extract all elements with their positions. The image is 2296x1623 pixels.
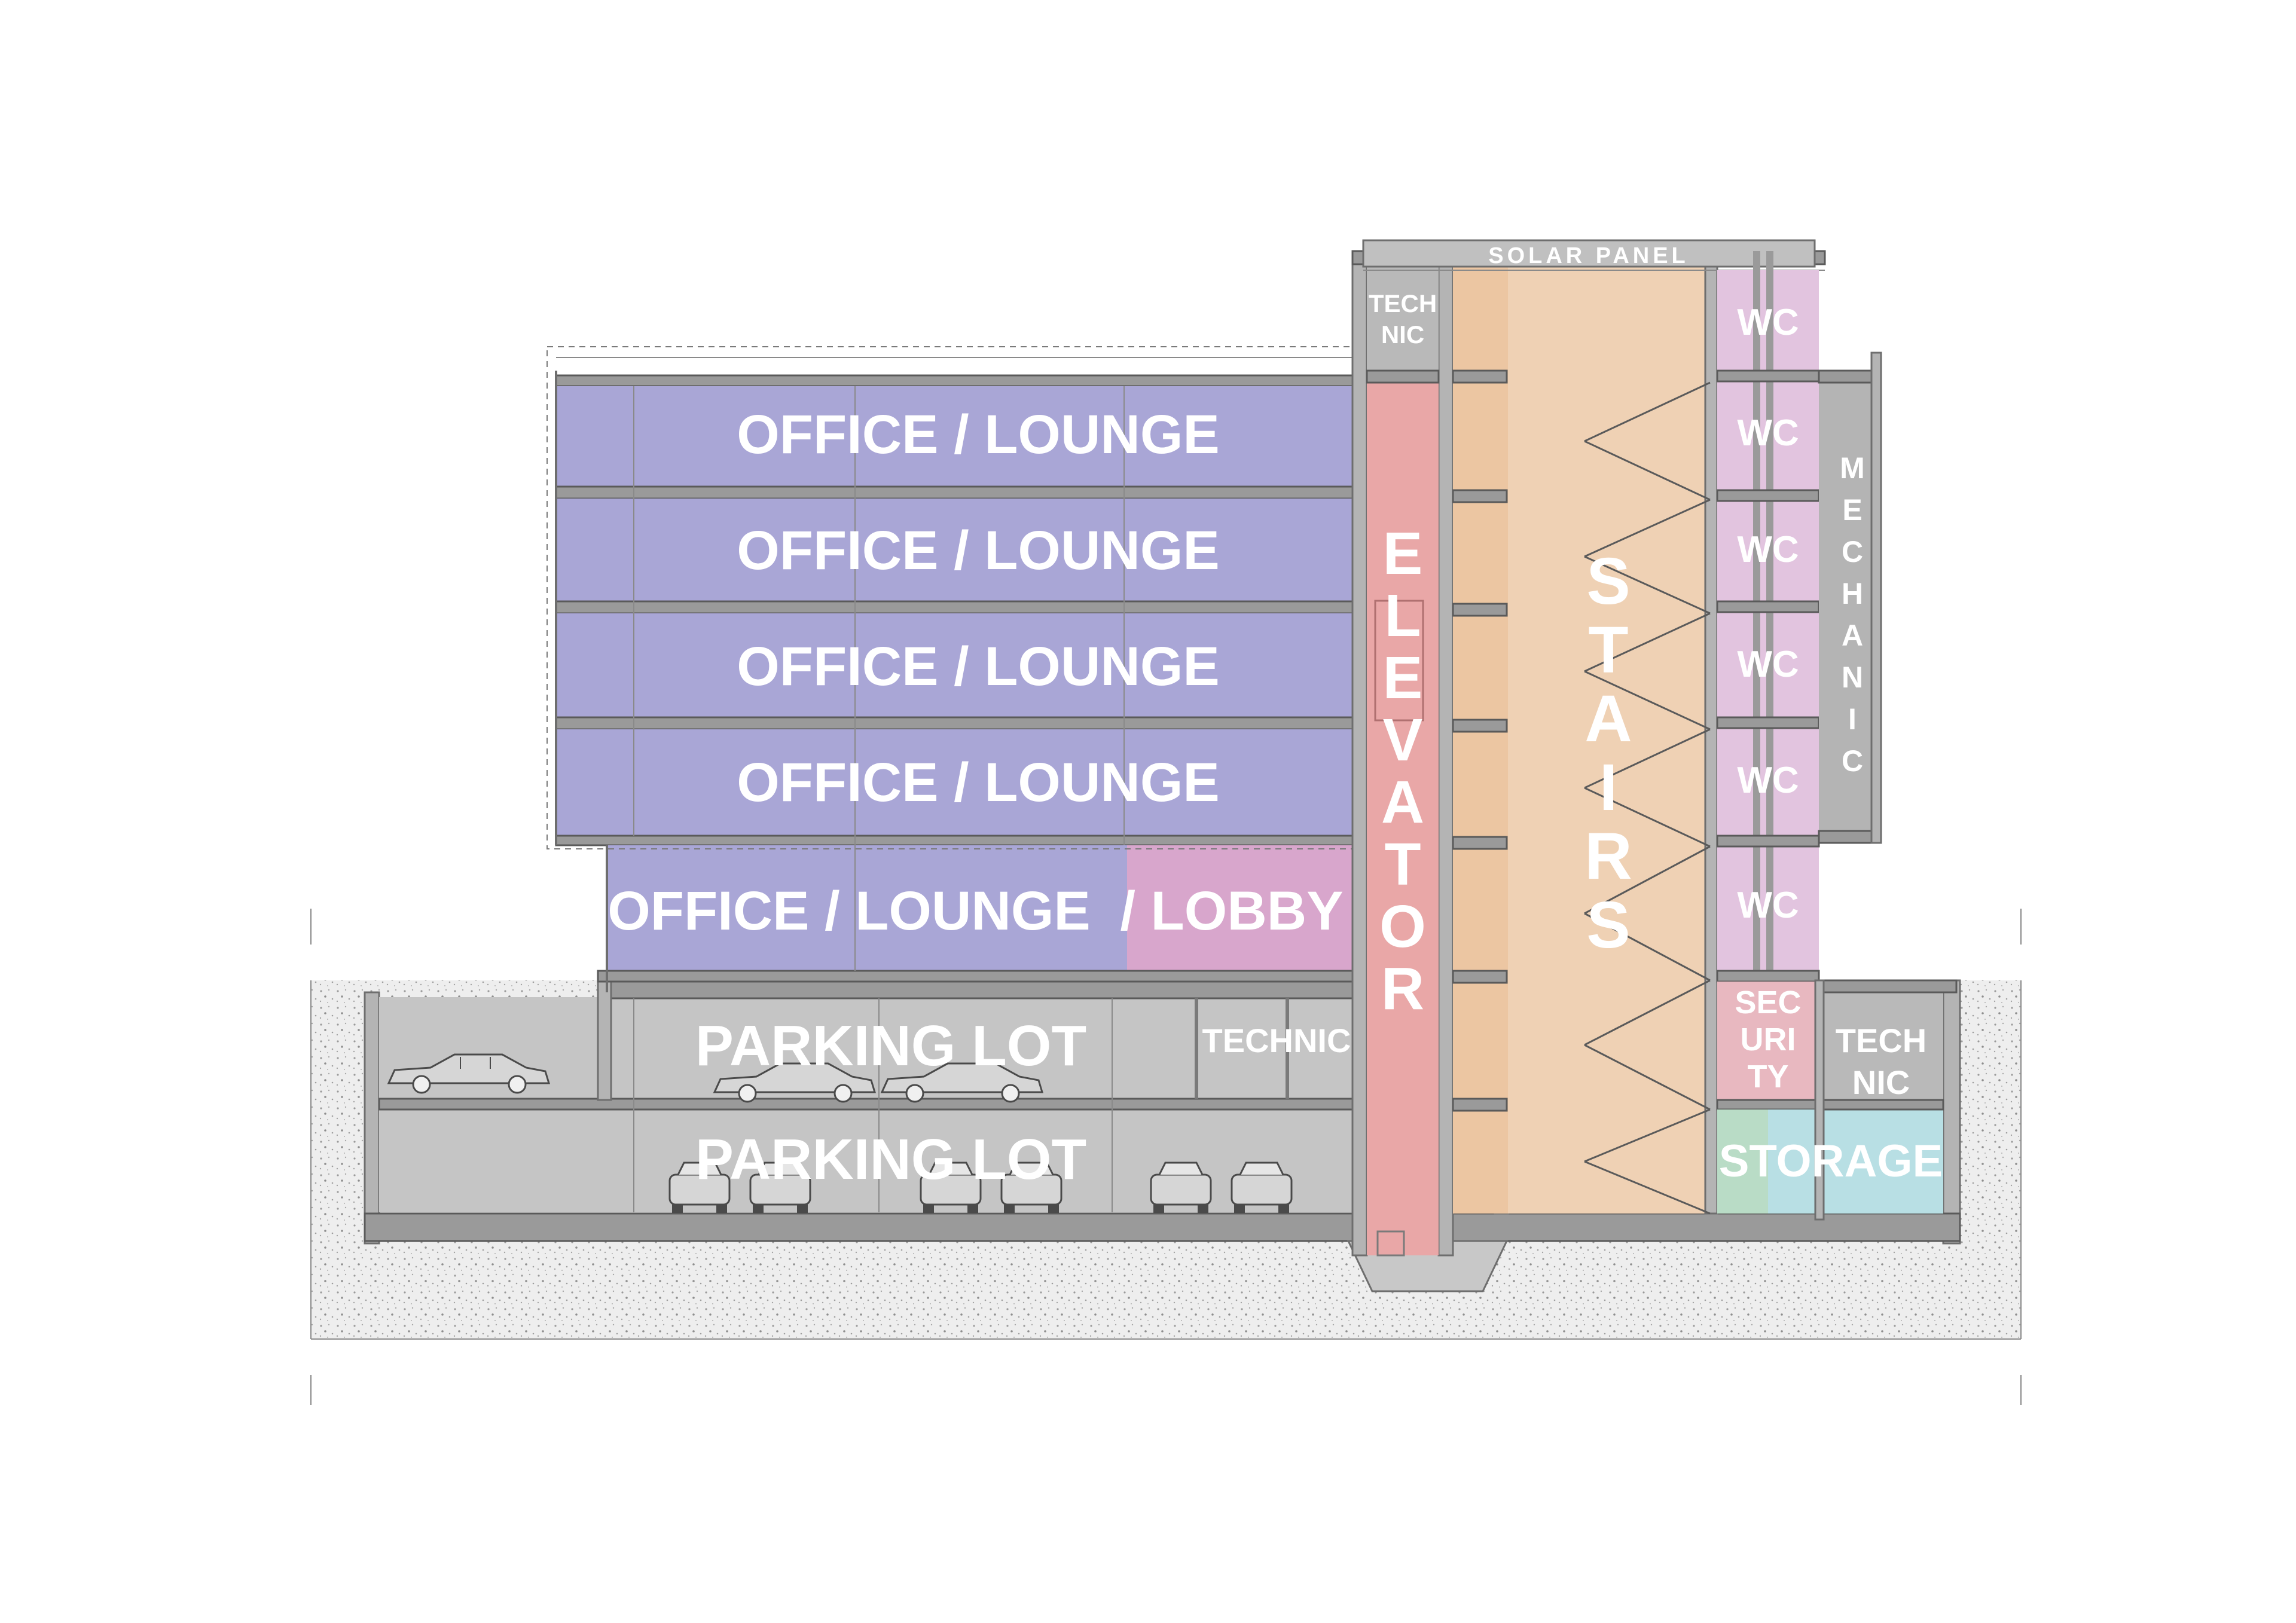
car-side-icon bbox=[387, 1053, 551, 1094]
parked-cars-upper bbox=[387, 1053, 1044, 1103]
security-label-2: URI bbox=[1741, 1022, 1796, 1057]
office-floor-3 bbox=[556, 613, 1357, 717]
car-side-icon bbox=[713, 1062, 877, 1103]
parking-lot-label-lower: PARKING LOT bbox=[695, 1127, 1086, 1191]
car-front-icon bbox=[920, 1162, 982, 1213]
technic-right-label-1: TECH bbox=[1836, 1022, 1926, 1059]
office-lounge-label-5: OFFICE / LOUNGE bbox=[737, 404, 1220, 465]
office-floor-5 bbox=[556, 386, 1357, 487]
office-lounge-label-4: OFFICE / LOUNGE bbox=[737, 520, 1220, 581]
technic-right-label-2: NIC bbox=[1852, 1063, 1910, 1101]
wc-label-3: WC bbox=[1737, 644, 1799, 685]
wc-label-5: WC bbox=[1737, 412, 1799, 454]
security-label-3: TY bbox=[1747, 1059, 1788, 1095]
wc-label-2: WC bbox=[1737, 760, 1799, 801]
lobby-label: / LOBBY bbox=[1120, 881, 1343, 942]
office-lounge-label-2: OFFICE / LOUNGE bbox=[737, 752, 1220, 813]
parked-cars-lower bbox=[668, 1162, 1293, 1213]
wc-label-6: WC bbox=[1737, 302, 1799, 343]
car-front-icon bbox=[1000, 1162, 1062, 1213]
roof-structure bbox=[1351, 239, 1826, 271]
office-floor-1 bbox=[607, 845, 1127, 971]
security-label-1: SEC bbox=[1735, 985, 1801, 1020]
storage-label: STORAGE bbox=[1719, 1136, 1943, 1187]
wc-label-1: WC bbox=[1737, 885, 1799, 926]
solar-panel-label: SOLAR PANEL bbox=[1488, 243, 1689, 268]
technic-roof-label-1: TECH bbox=[1369, 289, 1437, 317]
office-floor-2 bbox=[556, 729, 1357, 836]
car-front-icon bbox=[668, 1162, 731, 1213]
labels: SOLAR PANEL TECH NIC OFFICE / LOUNGE OFF… bbox=[607, 243, 1943, 1191]
stair-core bbox=[1452, 262, 1718, 1215]
office-lounge-label-3: OFFICE / LOUNGE bbox=[737, 636, 1220, 697]
car-front-icon bbox=[1231, 1162, 1293, 1213]
wc-label-4: WC bbox=[1737, 529, 1799, 570]
service-column bbox=[1716, 251, 1958, 1221]
office-lounge-label-1: OFFICE / LOUNGE bbox=[607, 881, 1091, 942]
lobby-area bbox=[1127, 845, 1357, 971]
car-side-icon bbox=[880, 1062, 1044, 1103]
parking-lot-label-upper: PARKING LOT bbox=[695, 1014, 1086, 1078]
elevator-shaft bbox=[1351, 250, 1454, 1257]
car-front-icon bbox=[749, 1162, 811, 1213]
office-floor-4 bbox=[556, 499, 1357, 601]
car-front-icon bbox=[1150, 1162, 1212, 1213]
technic-roof-label-2: NIC bbox=[1381, 320, 1424, 349]
technic-label: TECHNIC bbox=[1202, 1022, 1351, 1059]
office-floors bbox=[546, 346, 1361, 992]
